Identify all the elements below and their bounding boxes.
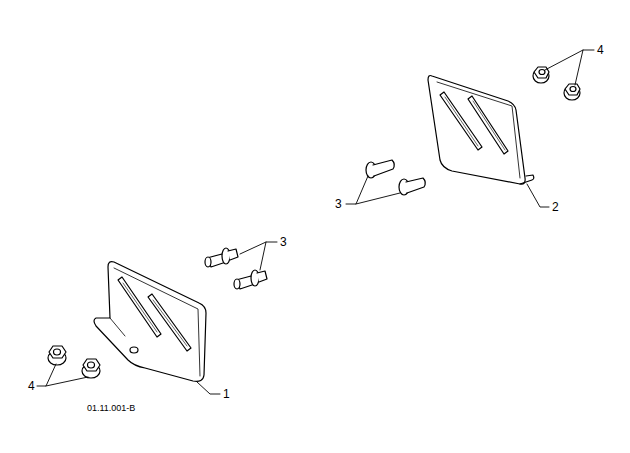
callout-number: 3 [334,198,343,210]
carriage-bolt [366,160,425,195]
leader-line [37,50,594,394]
callout-number: 2 [551,201,560,213]
flange-bolt [205,248,267,289]
flange-nut [48,346,100,378]
callout-number: 4 [596,44,605,56]
figure-code: 01.11.001-B [86,404,136,413]
guard-plate [428,76,534,185]
flange-nut [533,67,580,100]
callout-number: 1 [222,388,231,400]
guard-plate [94,262,206,382]
callout-number: 4 [27,380,36,392]
callout-number: 3 [279,236,288,248]
